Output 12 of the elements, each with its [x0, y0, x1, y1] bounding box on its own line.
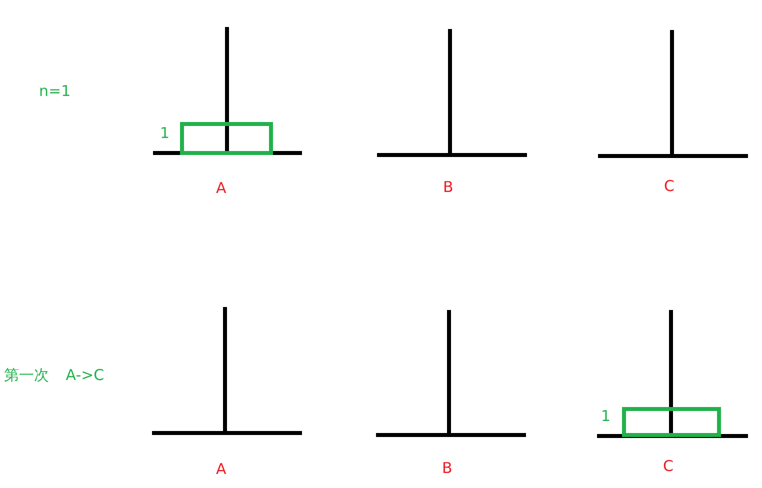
peg-label: B — [442, 459, 452, 477]
peg-label: C — [664, 177, 674, 195]
disk-rectangle — [180, 122, 273, 155]
case-label: n=1 — [39, 82, 71, 100]
peg-label: A — [216, 179, 226, 197]
peg-label: C — [663, 457, 674, 475]
peg-label: B — [443, 178, 454, 196]
disk-number: 1 — [601, 407, 611, 425]
step-label: 第一次 A->C — [4, 366, 104, 384]
peg-label: A — [216, 460, 226, 478]
disk-number: 1 — [160, 124, 170, 142]
disk-rectangle — [622, 407, 721, 437]
